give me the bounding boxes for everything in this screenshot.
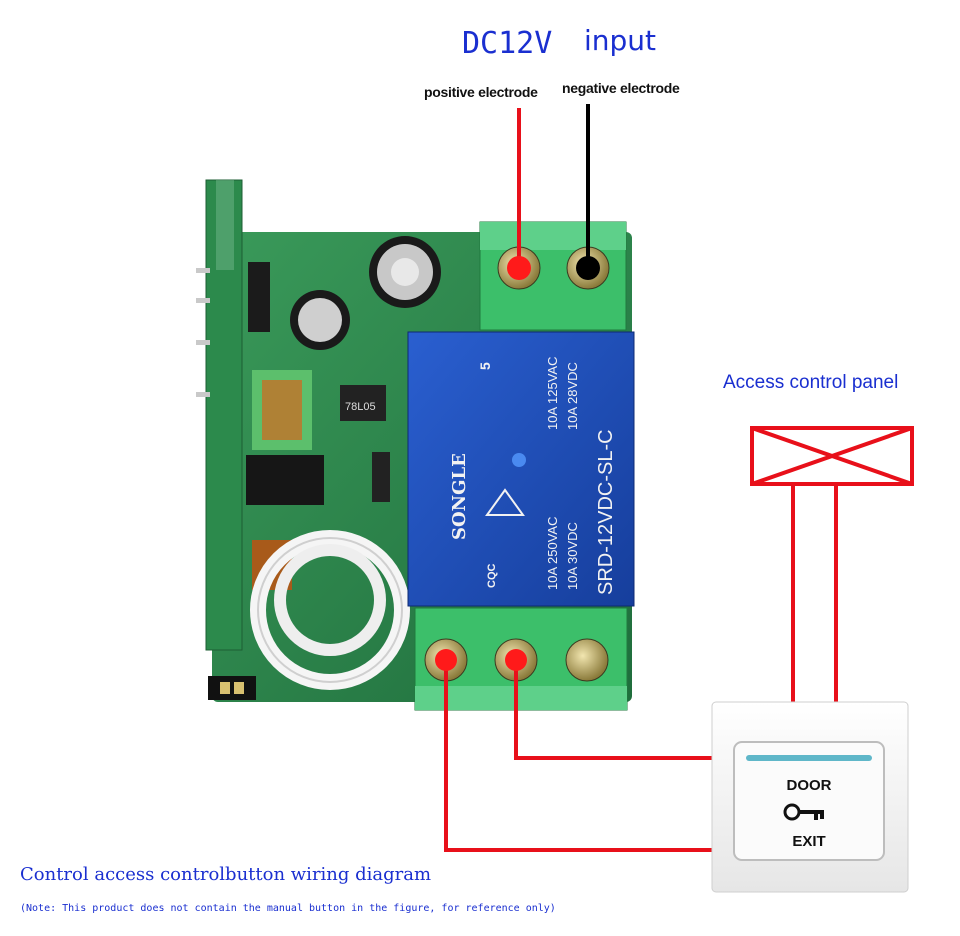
regulator-label: 78L05 [345,401,376,413]
wires [444,104,838,852]
com-terminal-dot [435,649,457,671]
access-control-panel-symbol [750,426,914,486]
no-wire [514,660,712,760]
relay-rating-4: 10A 28VDC [565,362,580,430]
no-terminal-dot [505,649,527,671]
positive-electrode-label: positive electrode [424,84,538,100]
negative-electrode-label: negative electrode [562,80,680,96]
key-icon [783,803,824,821]
positive-terminal-dot [507,256,531,280]
negative-terminal-dot [576,256,600,280]
exit-text: EXIT [792,833,825,850]
relay-number: 5 [477,362,493,370]
relay-rating-3: 10A 125VAC [545,357,560,430]
relay-brand: SONGLE [449,453,470,540]
relay-dot-icon [512,453,526,467]
relay: 5 SONGLE CQC 10A 250VAC 10A 30VDC 10A 12… [407,331,635,607]
relay-rating-1: 10A 250VAC [545,517,560,590]
relay-model: SRD-12VDC-SL-C [595,429,617,595]
diagram-note: (Note: This product does not contain the… [20,903,556,914]
door-text: DOOR [787,777,832,794]
access-control-panel-label: Access control panel [723,372,899,393]
com-wire [444,660,712,852]
warning-triangle-icon [485,488,525,516]
input-title: input [584,24,657,57]
input-terminal-block [479,221,627,331]
relay-rating-2: 10A 30VDC [565,522,580,590]
door-exit-button: DOOR EXIT [711,701,909,893]
relay-cert: CQC [486,564,498,589]
diagram-caption: Control access controlbutton wiring diag… [20,864,432,885]
voltage-title: DC12V [462,26,553,61]
